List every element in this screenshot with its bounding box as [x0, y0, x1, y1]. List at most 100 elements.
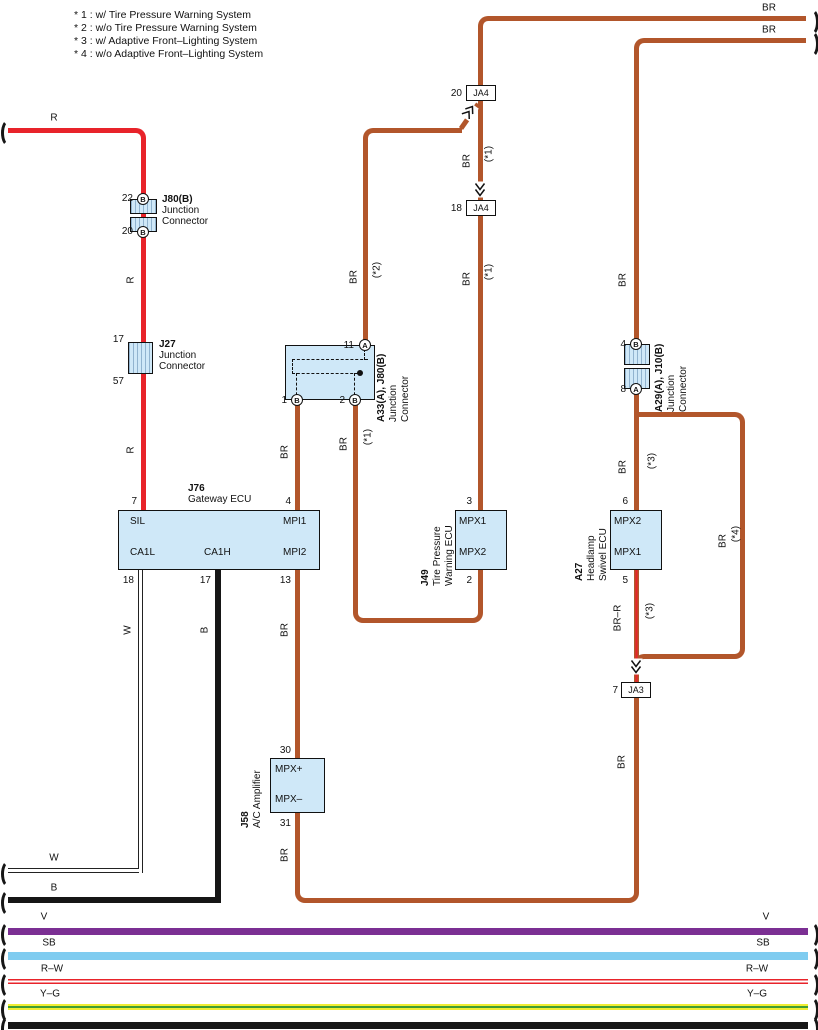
wire-label-br-star3: BR: [617, 460, 629, 474]
terminal-j49-mpx2: MPX2: [459, 547, 487, 558]
wire-br-pin8-vertical: [634, 389, 639, 510]
wire-label-br-pin2: BR: [338, 437, 350, 451]
continuation-arrow-icon: [473, 181, 487, 198]
wire-br-ja4-corner-top: [478, 16, 490, 28]
legend: * 1 : w/ Tire Pressure Warning System * …: [74, 9, 263, 61]
wire-violet-bus: [8, 928, 808, 935]
wire-label-v-left: V: [40, 911, 48, 923]
label-j80b: J80(B) Junction Connector: [162, 194, 208, 227]
component-j76-gateway-ecu: [118, 510, 320, 570]
wire-label-r-top: R: [50, 112, 58, 124]
wire-br-pin2-corner-left: [353, 611, 365, 623]
component-j80b-cell-top: [130, 199, 157, 214]
circle-letter: B: [352, 395, 358, 405]
ja4-mid-label: JA4: [473, 203, 489, 213]
wire-label-rw-left: R–W: [40, 963, 64, 975]
a33-internal-drop-pin11: [364, 345, 365, 360]
j58-id: J58: [240, 811, 251, 828]
wire-break-right-br1: [803, 8, 818, 36]
a33-internal-junction-dot: [357, 370, 363, 376]
wire-label-br-ja4-mid: BR: [461, 154, 473, 168]
pin-j80b-bottom: 20: [121, 226, 133, 237]
pin-j80b-top: 22: [121, 193, 133, 204]
label-j49: J49 Tire Pressure Warning ECU: [420, 496, 456, 586]
wire-red-horizontal: [8, 128, 134, 133]
pin-j76-mpi2: 13: [279, 575, 291, 586]
wire-label-sb-right: SB: [756, 937, 770, 949]
wire-br-bypass-h2: [646, 654, 733, 659]
wire-break-left-rw: [1, 971, 17, 999]
pin-j76-ca1l: 18: [122, 575, 134, 586]
wire-yellowgreen-bus: [8, 1004, 808, 1010]
pin-circle-a33-2: B: [349, 394, 361, 406]
component-j58-ac-amplifier: [270, 758, 325, 813]
wire-label-b-vertical: B: [199, 626, 211, 634]
a33-type-2: Connector: [400, 375, 411, 422]
wire-brr-vertical: [634, 570, 639, 682]
a33-type-1: Junction: [388, 384, 399, 422]
continuation-arrow-icon: [629, 658, 643, 675]
wire-break-left-b: [1, 889, 17, 917]
pin-circle-a29-top: B: [630, 338, 642, 350]
wire-note-brr: (*3): [644, 602, 656, 620]
wire-break-left-sb: [1, 945, 17, 973]
circle-letter: B: [140, 227, 146, 237]
wire-black-horizontal: [8, 897, 221, 903]
pin-j76-mpi1: 4: [285, 496, 291, 507]
wire-label-br-right-2: BR: [762, 24, 776, 36]
a33-internal-bus-line-2: [292, 373, 358, 374]
continuation-arrow-icon: [459, 101, 479, 122]
wire-note-br-star2: (*2): [371, 261, 383, 279]
component-a27-headlamp-swivel-ecu: [610, 510, 662, 570]
wire-break-left-yg: [1, 996, 17, 1024]
wire-break-left-blk: [1, 1015, 17, 1030]
a33-internal-drop-pin2: [354, 373, 355, 400]
pin-a33-11: 11: [343, 340, 354, 351]
wire-break-right-v: [803, 921, 818, 949]
wire-red-vertical: [141, 140, 146, 510]
wire-br-bypass-corner-br: [733, 647, 745, 659]
wire-note-br-star3: (*3): [646, 452, 658, 470]
pin-j76-sil: 7: [131, 496, 137, 507]
wire-label-br-right-1: BR: [762, 2, 776, 14]
ja3-label: JA3: [628, 685, 644, 695]
wire-label-br-star2: BR: [348, 270, 360, 284]
terminal-sil: SIL: [130, 516, 146, 527]
label-j27: J27 Junction Connector: [159, 339, 205, 372]
wire-black-bottom: [8, 1022, 808, 1029]
wire-label-v-right: V: [762, 911, 770, 923]
circle-letter: B: [633, 339, 639, 349]
pin-circle-a29-bottom: A: [630, 383, 642, 395]
component-a33-junction-connector: [285, 345, 375, 400]
wire-white-horizontal: [8, 868, 139, 873]
wire-label-rw-right: R–W: [745, 963, 769, 975]
legend-item-1: * 1 : w/ Tire Pressure Warning System: [74, 9, 251, 21]
wire-br-ja3-vertical: [634, 698, 639, 891]
pin-circle-j80b-bottom: B: [137, 226, 149, 238]
pin-j49-top: 3: [466, 496, 472, 507]
legend-item-3: * 3 : w/ Adaptive Front–Lighting System: [74, 35, 258, 47]
wire-label-brr: BR–R: [612, 604, 624, 632]
wire-label-w-vertical: W: [122, 625, 134, 635]
pin-ja4-top: 20: [450, 88, 462, 99]
wire-label-sb-left: SB: [42, 937, 56, 949]
a29-type-1: Junction: [666, 374, 677, 412]
pin-j58-top: 30: [279, 745, 291, 756]
wire-label-br-star4: BR: [717, 534, 729, 548]
wire-label-br-j58: BR: [279, 848, 291, 862]
wire-note-br-ja4-low: (*1): [483, 263, 495, 281]
wire-br-mpi2-vertical: [295, 570, 300, 758]
pin-circle-a33-11: A: [359, 339, 371, 351]
legend-item-4: * 4 : w/o Adaptive Front–Lighting System: [74, 48, 264, 60]
wire-white-vertical: [138, 570, 143, 873]
terminal-ca1h: CA1H: [204, 547, 231, 558]
pin-ja4-mid: 18: [450, 203, 462, 214]
wire-label-br-mpi2: BR: [279, 623, 291, 637]
wire-break-right-br2: [803, 30, 818, 58]
wire-br-star2-corner: [363, 128, 375, 140]
junction-block-ja4-top: JA4: [466, 85, 496, 101]
pin-a27-top: 6: [622, 496, 628, 507]
j76-id: J76: [188, 483, 205, 494]
wire-skyblue-bus: [8, 952, 808, 960]
